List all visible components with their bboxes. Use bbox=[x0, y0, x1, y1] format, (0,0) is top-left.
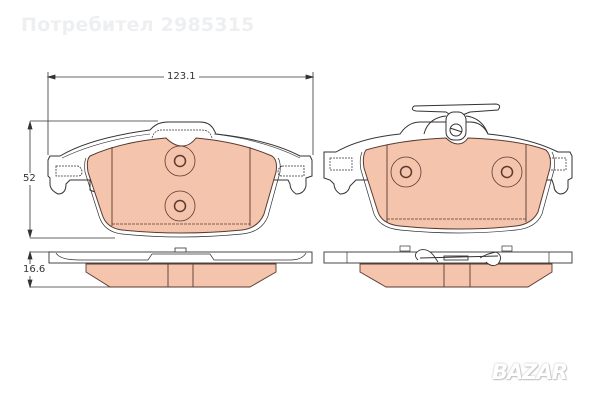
mounting-hole-top bbox=[164, 145, 196, 177]
inner-pad-front-view bbox=[47, 121, 313, 238]
outer-pad-side-view bbox=[323, 245, 573, 288]
spring-clip-side bbox=[415, 249, 501, 267]
mounting-hole-bottom bbox=[164, 190, 196, 222]
thickness-dimension-label: 16.6 bbox=[20, 264, 49, 276]
mounting-hole-left bbox=[390, 156, 422, 188]
watermark-text: Потребител 2985315 bbox=[21, 14, 255, 36]
inner-pad-side-view bbox=[48, 247, 313, 288]
mounting-hole-right bbox=[491, 156, 523, 188]
site-logo: BAZAR bbox=[492, 360, 568, 384]
height-dimension-label: 52 bbox=[20, 173, 39, 185]
outer-pad-front-view bbox=[323, 103, 573, 234]
width-dimension-label: 123.1 bbox=[164, 71, 199, 83]
spring-clip bbox=[411, 103, 501, 141]
